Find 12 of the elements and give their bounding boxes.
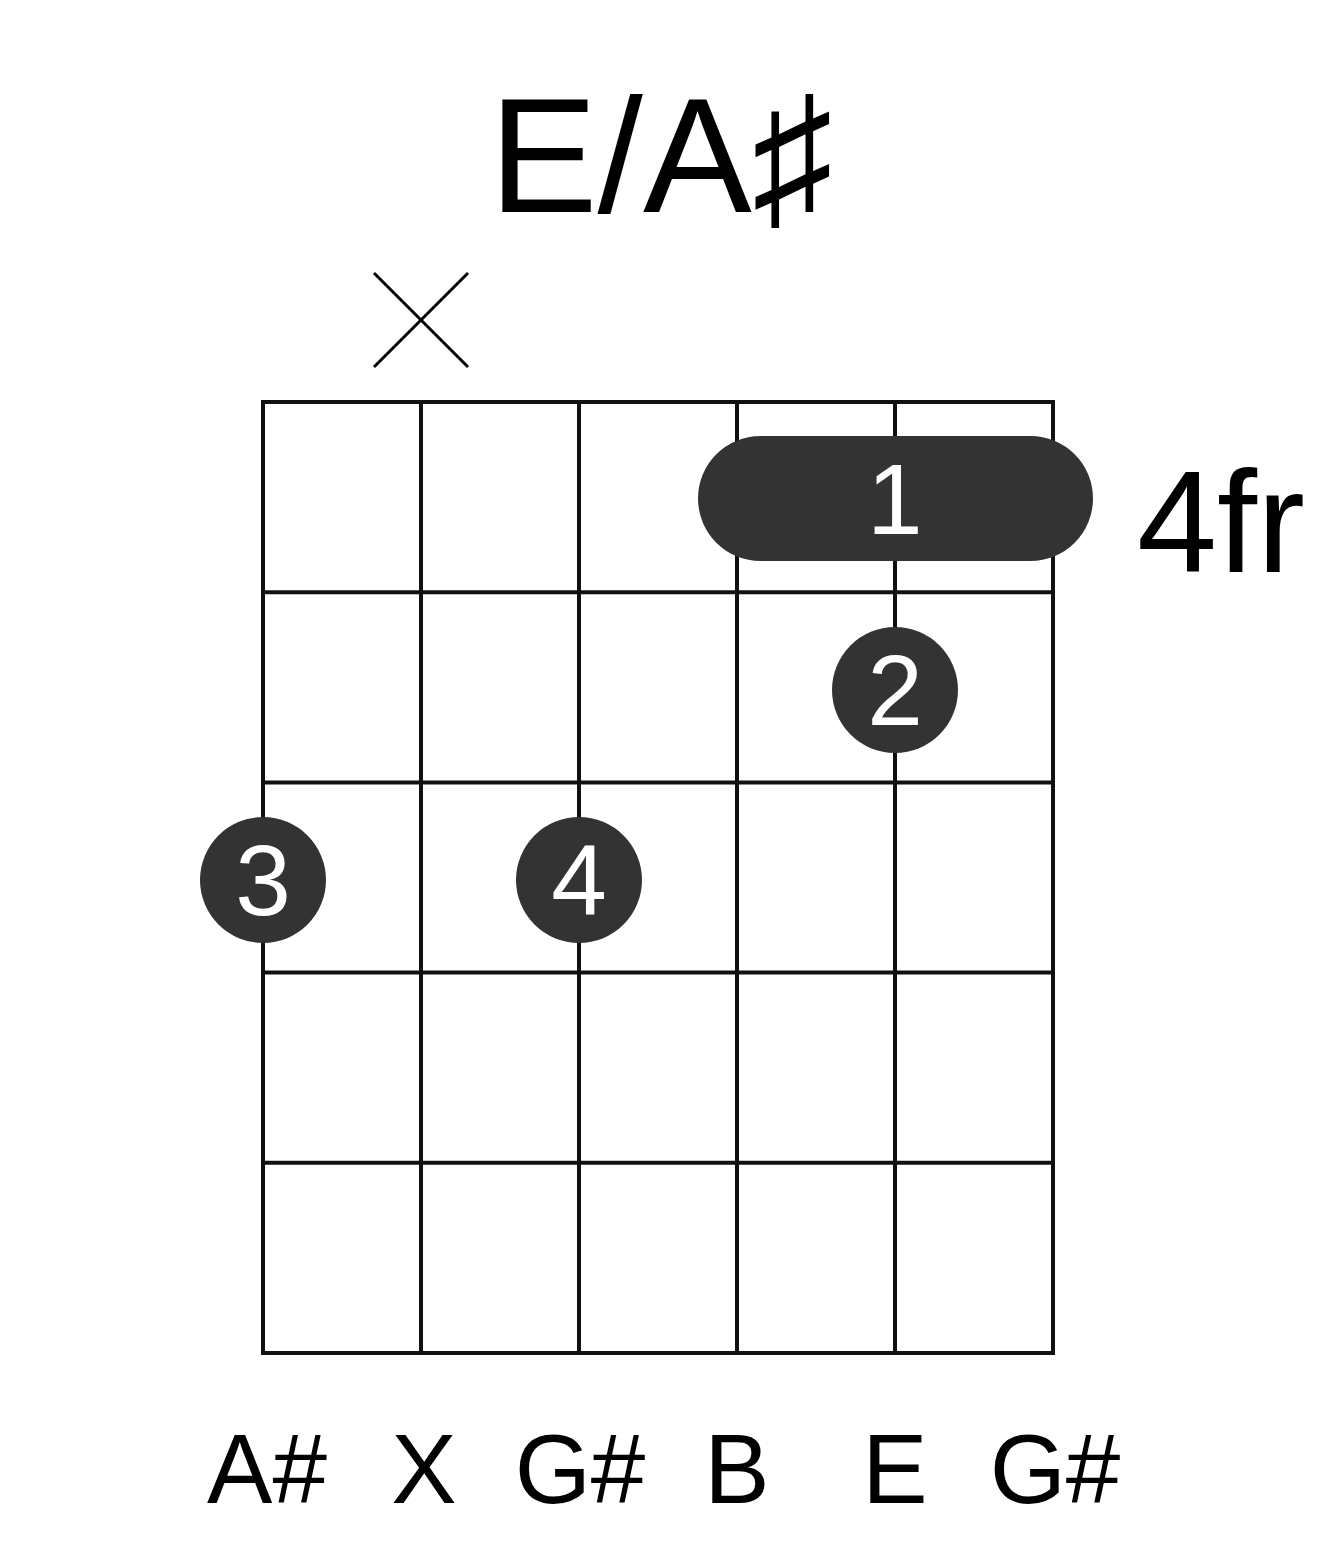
finger-number: 2 (867, 640, 923, 740)
finger-number: 1 (867, 448, 923, 549)
string-note: E (862, 1420, 928, 1518)
finger-number: 3 (235, 830, 291, 930)
string-note: G# (514, 1420, 646, 1518)
string-note: A# (207, 1420, 327, 1518)
string-note: G# (989, 1420, 1121, 1518)
string-note: B (704, 1420, 770, 1518)
fret-number: 4fr (1137, 451, 1306, 595)
string-note: X (391, 1420, 457, 1518)
chord-title: E/A♯ (488, 74, 834, 237)
finger-number: 4 (551, 830, 607, 930)
